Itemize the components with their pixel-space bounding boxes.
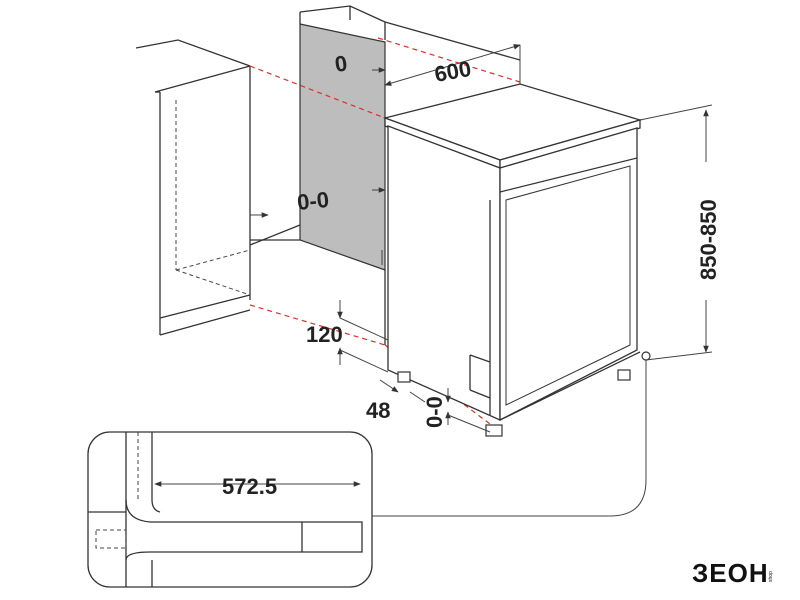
width-label: 600 (433, 56, 474, 87)
height-label: 850-850 (696, 199, 721, 280)
detail-inset (87, 431, 373, 588)
side-gap-label: 0-0 (296, 187, 330, 215)
logo-small: shop (768, 571, 774, 582)
niche-wall (249, 5, 521, 345)
width-dimension (384, 44, 521, 90)
plinth-height-label: 120 (306, 322, 343, 347)
detail-connector (372, 360, 647, 517)
brand-logo: ЗЕОН shop (692, 558, 774, 588)
dishwasher (382, 83, 651, 437)
plinth-dimensions (337, 300, 491, 433)
plinth-depth-label: 48 (366, 398, 390, 423)
foot-adjust-label: 0-0 (422, 396, 447, 428)
logo-main: ЗЕОН (692, 558, 769, 588)
door-depth-label: 572.5 (222, 474, 277, 499)
top-gap-label: 0 (333, 50, 349, 76)
left-cabinet (135, 39, 269, 336)
height-dimension (639, 104, 713, 361)
